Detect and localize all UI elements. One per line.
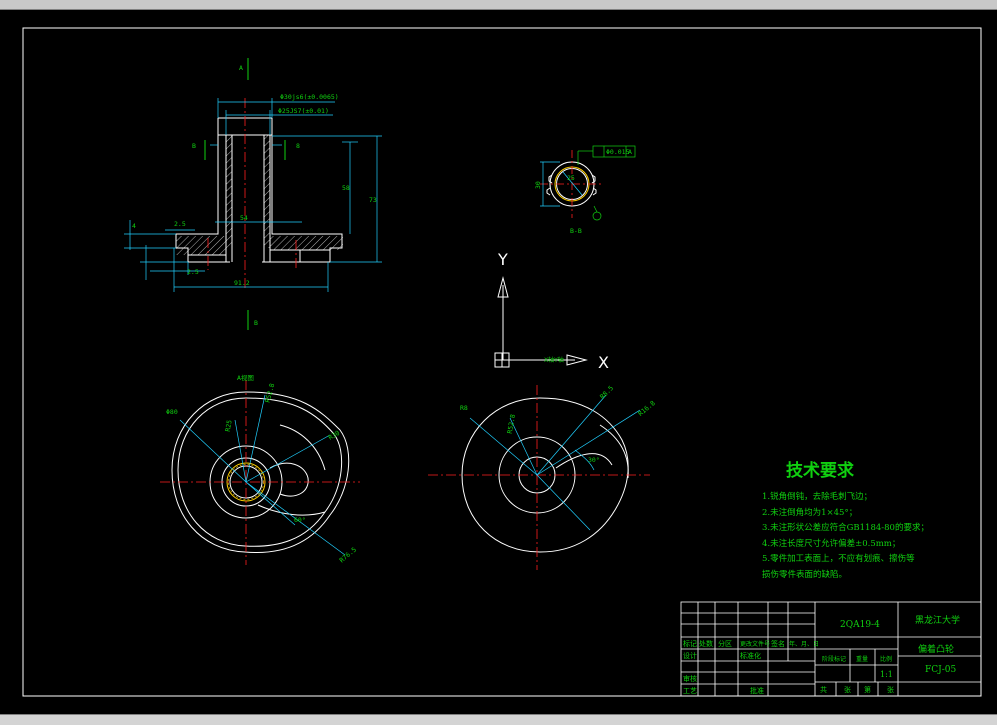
svg-text:B-B: B-B: [570, 227, 582, 235]
right-cam-dims: [469, 394, 641, 531]
section-bb-dims: [540, 145, 636, 221]
svg-text:2.5: 2.5: [187, 268, 199, 276]
ucs-icon: [494, 276, 588, 368]
svg-text:R16.8: R16.8: [637, 399, 657, 418]
tb-label: 批准: [750, 687, 764, 695]
svg-text:30: 30: [534, 181, 542, 189]
tech-requirement-item: 2.未注倒角均为1×45°；: [762, 507, 858, 518]
tb-label: 工艺: [683, 687, 697, 695]
svg-text:R25: R25: [224, 419, 234, 432]
tb-label: 标记: [683, 640, 697, 648]
front-section-view[interactable]: [175, 117, 343, 263]
svg-text:Φ0.015: Φ0.015: [606, 148, 630, 156]
svg-text:Φ25JS7(±0.01): Φ25JS7(±0.01): [278, 107, 329, 115]
svg-text:2.5: 2.5: [174, 220, 186, 228]
tech-requirement-item: 3.未注形状公差应符合GB1184-80的要求；: [762, 523, 929, 533]
tech-requirement-item: 损伤零件表面的缺陷。: [762, 569, 848, 580]
svg-text:X: X: [598, 353, 609, 372]
svg-text:B: B: [254, 319, 258, 327]
tb-label: 审核: [683, 675, 697, 683]
svg-text:Φ30js6(±0.0065): Φ30js6(±0.0065): [280, 93, 339, 101]
svg-text:R8.5: R8.5: [598, 384, 615, 401]
tb-label: 共: [820, 686, 827, 694]
svg-text:60°: 60°: [294, 516, 306, 524]
view-a-dims: [179, 394, 346, 556]
section-arrows-front: [204, 58, 286, 330]
svg-text:R76.5: R76.5: [338, 546, 358, 565]
svg-text:58: 58: [342, 184, 350, 192]
right-cam-center: [428, 385, 650, 570]
tb-label: 张: [844, 686, 851, 694]
part-name: 偏着凸轮: [918, 645, 955, 655]
section-bb-text: 30 25 Φ0.015 A B-B: [534, 148, 632, 235]
drawing-number: 2QA19-4: [840, 620, 880, 630]
right-cam-text: R8 R52.8 R8.5 R16.8 30°: [460, 384, 657, 464]
dimension-text-front: Φ30js6(±0.0065) Φ25JS7(±0.01) 54 91.2 2.…: [132, 64, 377, 327]
svg-text:8: 8: [296, 142, 300, 150]
tb-label: 设计: [683, 652, 697, 660]
svg-text:4: 4: [132, 222, 136, 230]
svg-text:A: A: [239, 64, 243, 72]
tb-label: 标准化: [740, 652, 761, 660]
svg-text:25: 25: [567, 174, 575, 182]
center-lines-front: [207, 98, 297, 290]
svg-text:Y: Y: [497, 250, 508, 269]
svg-text:R52.8: R52.8: [506, 414, 517, 435]
part-code: FCJ-05: [925, 665, 957, 675]
tb-label: 更改文件号: [740, 641, 771, 648]
tb-label: 第: [864, 686, 871, 694]
tb-label: 张: [887, 686, 894, 694]
svg-text:X轴Y轴: X轴Y轴: [544, 356, 564, 364]
svg-text:R30: R30: [327, 429, 341, 442]
view-a-hatch-inner: [228, 464, 264, 500]
svg-text:Φ80: Φ80: [166, 408, 178, 416]
view-a-text: A视图 Φ80 R52.8 R25 R30 60° R76.5: [166, 373, 358, 564]
svg-text:73: 73: [369, 196, 377, 204]
tb-label: 阶段标记: [822, 656, 847, 663]
tb-label: 签名: [771, 640, 785, 648]
svg-text:R8: R8: [460, 404, 468, 412]
scale-value: 1:1: [880, 670, 893, 679]
svg-text:A视图: A视图: [237, 373, 254, 382]
drawing-canvas[interactable]: Φ30js6(±0.0065) Φ25JS7(±0.01) 54 91.2 2.…: [0, 10, 997, 713]
svg-text:54: 54: [240, 214, 248, 222]
title-block: [680, 601, 982, 697]
school-name: 黑龙江大学: [915, 616, 961, 626]
ucs-labels: Y X X轴Y轴: [497, 250, 609, 372]
drawing-frame: [22, 27, 982, 697]
tech-requirements-title: 技术要求: [786, 461, 854, 481]
svg-text:30°: 30°: [588, 456, 600, 464]
tb-label: 比例: [880, 656, 893, 663]
tb-label: 重量: [856, 656, 869, 663]
tech-requirement-item: 1.锐角倒钝，去除毛刺飞边；: [762, 492, 873, 502]
svg-text:91.2: 91.2: [234, 279, 250, 287]
tech-requirement-item: 4.未注长度尺寸允许偏差±0.5mm；: [762, 538, 901, 549]
section-bb-center: [540, 150, 604, 218]
svg-text:A: A: [628, 148, 632, 156]
tech-requirement-item: 5.零件加工表面上，不应有划痕、擦伤等: [762, 554, 915, 564]
tb-label: 年、月、日: [789, 641, 820, 648]
svg-text:B: B: [192, 142, 196, 150]
tech-requirements-list: 1.锐角倒钝，去除毛刺飞边； 2.未注倒角均为1×45°； 3.未注形状公差应符…: [762, 490, 929, 583]
view-a-center: [160, 380, 360, 565]
tb-label: 分区: [718, 640, 732, 648]
dimension-lines-front: [124, 98, 382, 292]
command-line-bar[interactable]: [0, 714, 997, 725]
toolbar-strip: [0, 0, 997, 10]
tb-label: 处数: [699, 640, 713, 648]
